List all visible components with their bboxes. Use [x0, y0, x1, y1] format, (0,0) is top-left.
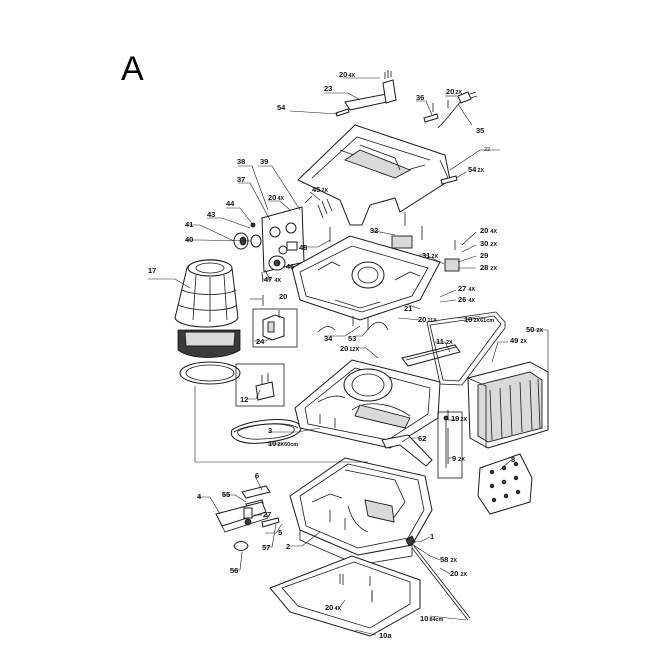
callout-label: 4 [197, 492, 202, 501]
part-hose-bracket [381, 411, 463, 479]
part-top-handle-cover [297, 124, 451, 226]
part-brush-box [252, 308, 298, 348]
callout-label: 48 [299, 243, 307, 252]
part-motor-base [294, 359, 441, 449]
parts-artwork [174, 70, 549, 637]
callout-label: 3 [268, 426, 272, 435]
callout-label: 41 [185, 220, 193, 229]
part-filter-plate [477, 453, 533, 515]
callout-label: 37 [237, 175, 245, 184]
part-power-cord [423, 91, 478, 129]
callout-label: 23 [324, 84, 332, 93]
callout-label: 38 [237, 157, 245, 166]
part-lid-strip [405, 535, 471, 621]
callout-label: 62 [418, 434, 426, 443]
part-filter-cradle [401, 344, 461, 367]
callout-label: 39 [260, 157, 268, 166]
part-pin-right [440, 175, 458, 185]
callout-label: 542X [468, 165, 484, 174]
callout-label: 44 [226, 199, 235, 208]
callout-label: 192X [451, 414, 467, 423]
callout-label: 1084cm [420, 614, 444, 623]
callout-label: 29 [480, 251, 488, 260]
leader-lines [148, 77, 549, 636]
callout-label: 43 [207, 210, 215, 219]
callout-label: 204X [339, 70, 355, 79]
callout-label: 102X61cm [464, 315, 494, 324]
callout-label: 55 [222, 490, 230, 499]
callout-label: 22 [484, 147, 490, 153]
callout-label: 27 [263, 510, 271, 519]
callout-label: 53 [348, 334, 356, 343]
part-bottom-frame [269, 555, 421, 637]
callout-label: 10a [379, 631, 392, 640]
callout-label: 5 [278, 528, 282, 537]
callout-label: 452X [312, 185, 328, 194]
callout-label: 312X [422, 251, 438, 260]
callout-label: 57 [262, 543, 270, 552]
part-motor [174, 259, 241, 385]
callout-label: 204X [325, 603, 341, 612]
part-pin-left [335, 108, 350, 117]
callout-labels: 204X 23 54 36 202X 35 22 542X 38 39 37 4… [148, 70, 543, 640]
callout-label: 12 [240, 395, 248, 404]
callout-label: 8 [511, 455, 515, 464]
callout-label: 40 [185, 235, 193, 244]
part-gasket-left [230, 419, 302, 444]
part-ring-lower-left [233, 423, 299, 433]
callout-label: 24 [256, 337, 265, 346]
callout-label: 2011X [418, 315, 437, 324]
callout-label: 36 [416, 93, 424, 102]
callout-label: 35 [476, 126, 484, 135]
callout-label: 56 [230, 566, 238, 575]
callout-label: 20 [279, 292, 287, 301]
callout-label: 102X60cm [268, 439, 298, 448]
callout-label: 54 [277, 103, 286, 112]
callout-label: 2 [286, 542, 290, 551]
part-switch [261, 255, 286, 283]
callout-label: 1 [430, 532, 434, 541]
part-handle-bracket [344, 70, 397, 111]
callout-label: 21 [404, 304, 412, 313]
callout-label: 204X [268, 193, 284, 202]
part-filter-cartridge [467, 361, 549, 449]
callout-label: 202X [446, 87, 462, 96]
section-letter: A [121, 50, 144, 88]
part-gasket-strip-top [426, 311, 506, 386]
callout-label: 32 [370, 226, 378, 235]
callout-label: 6 [255, 471, 259, 480]
part-drain-assembly [215, 485, 280, 551]
part-upper-housing [291, 212, 460, 333]
part-screws [262, 198, 449, 602]
part-tank [289, 457, 433, 566]
callout-label: 46 [286, 262, 294, 271]
callout-label: 2012X [340, 344, 359, 353]
callout-label: 17 [148, 266, 156, 275]
callout-label: 34 [324, 334, 333, 343]
